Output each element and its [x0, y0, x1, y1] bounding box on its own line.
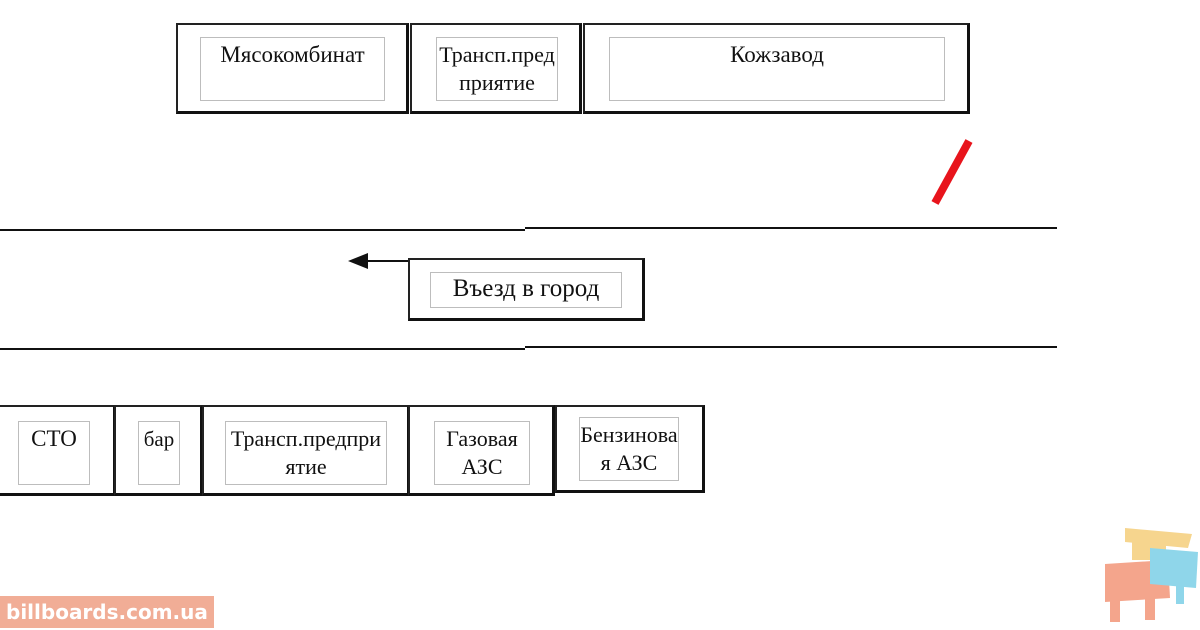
watermark-site-name: billboards.com.ua	[0, 596, 214, 628]
block-kozhzavod: Кожзавод	[583, 23, 970, 114]
road-edge-bottom-left	[0, 348, 525, 350]
red-marker	[931, 139, 973, 205]
city-entry-box: Въезд в город	[408, 258, 645, 321]
block-transport-enterprise-bottom: Трансп.предприятие	[202, 405, 410, 496]
label-bar: бар	[138, 421, 180, 485]
block-petrol-station: Бензиновая АЗС	[555, 405, 705, 493]
label-gas-station: Газовая АЗС	[434, 421, 530, 485]
label-transport-enterprise-top: Трансп.предприятие	[436, 37, 558, 101]
label-transport-enterprise-bottom: Трансп.предприятие	[225, 421, 387, 485]
road-edge-top-right	[525, 227, 1057, 229]
label-kozhzavod: Кожзавод	[609, 37, 945, 101]
city-entry-label: Въезд в город	[430, 272, 622, 308]
road-edge-bottom-right	[525, 346, 1057, 348]
block-myasokombinat: Мясокомбинат	[176, 23, 409, 114]
block-gas-station: Газовая АЗС	[408, 405, 555, 496]
road-edge-top-left	[0, 229, 525, 231]
block-sto: СТО	[0, 405, 116, 496]
label-petrol-station: Бензиновая АЗС	[579, 417, 679, 481]
label-myasokombinat: Мясокомбинат	[200, 37, 385, 101]
label-sto: СТО	[18, 421, 90, 485]
direction-arrow-head	[348, 253, 368, 269]
block-bar: бар	[114, 405, 203, 496]
block-transport-enterprise-top: Трансп.предприятие	[410, 23, 582, 114]
